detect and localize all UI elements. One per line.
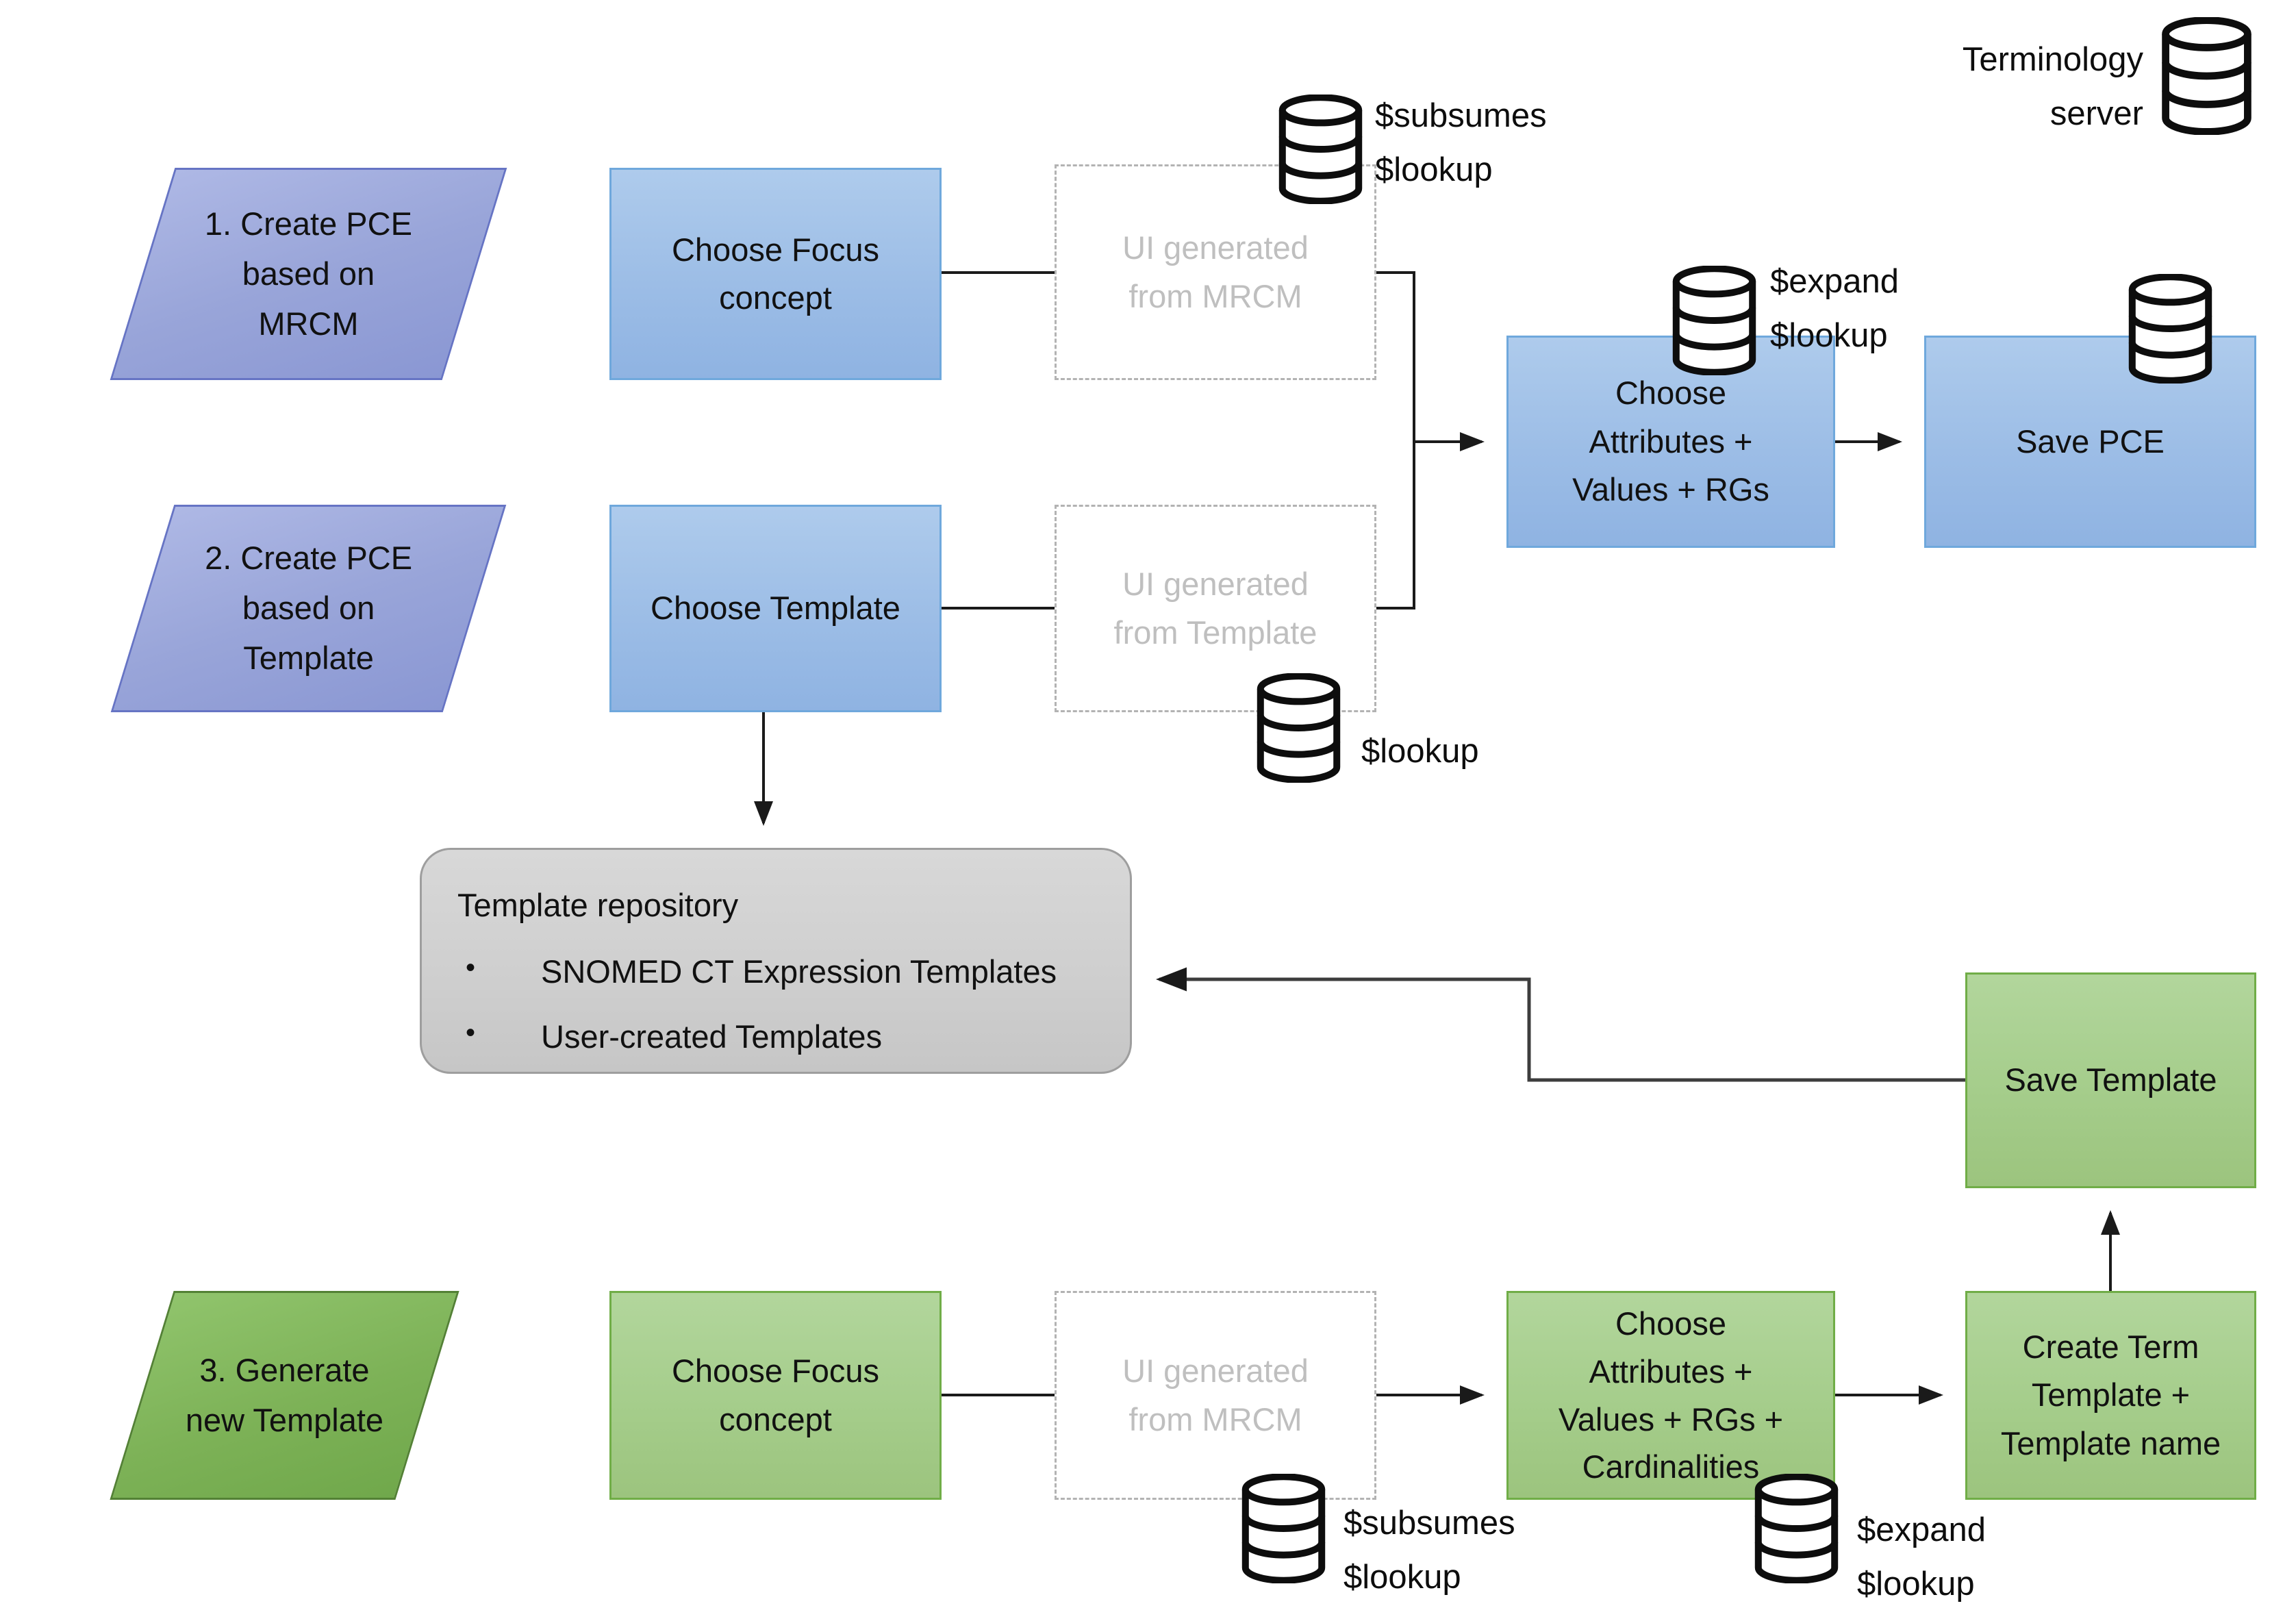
step1-label: 1. Create PCE based on MRCM [204, 205, 413, 342]
create-term-template-label: Create Term Template + Template name [2000, 1328, 2221, 1461]
repository-bullet-2: User-created Templates [541, 1018, 883, 1055]
step3-label: 3. Generate new Template [185, 1351, 384, 1438]
choose-template-label: Choose Template [651, 590, 900, 627]
choose-focus-concept-2-label: Choose Focus concept [671, 1353, 880, 1437]
line-ui-merge [1376, 271, 1415, 610]
database-icon [1751, 1474, 1842, 1583]
list-item: • SNOMED CT Expression Templates [457, 953, 1102, 990]
ops-cardinalities-label: $expand $lookup [1857, 1511, 1986, 1603]
create-term-template-box: Create Term Template + Template name [1965, 1291, 2256, 1500]
terminology-server-label: Terminology server [1962, 41, 2143, 133]
template-repository-bullets: • SNOMED CT Expression Templates • User-… [457, 953, 1102, 1055]
bullet-icon: • [466, 1017, 476, 1048]
choose-attributes-values-rgs-cardinalities-label: Choose Attributes + Values + RGs + Cardi… [1558, 1305, 1784, 1485]
database-icon [1238, 1474, 1329, 1583]
choose-template-box: Choose Template [609, 505, 942, 712]
step1-parallelogram: 1. Create PCE based on MRCM [110, 168, 507, 380]
ui-generated-mrcm-2-label: UI generated from MRCM [1122, 1353, 1309, 1437]
template-repository-box: Template repository • SNOMED CT Expressi… [420, 848, 1132, 1074]
save-template-label: Save Template [2004, 1061, 2217, 1098]
step3-parallelogram: 3. Generate new Template [110, 1291, 459, 1500]
save-pce-label: Save PCE [2016, 423, 2165, 460]
terminology-server-database-icon [2157, 17, 2256, 135]
database-icon [1669, 266, 1760, 375]
save-template-box: Save Template [1965, 972, 2256, 1188]
template-repository-title: Template repository [457, 887, 739, 923]
choose-attributes-values-rgs-cardinalities-box: Choose Attributes + Values + RGs + Cardi… [1506, 1291, 1835, 1500]
choose-focus-concept-2-box: Choose Focus concept [609, 1291, 942, 1500]
step2-parallelogram: 2. Create PCE based on Template [110, 505, 507, 712]
ops-mrcm-top-label: $subsumes $lookup [1375, 97, 1547, 189]
ui-generated-mrcm-1-label: UI generated from MRCM [1122, 229, 1309, 314]
database-icon [1275, 95, 1366, 204]
database-icon [1253, 673, 1344, 783]
choose-attributes-values-rgs-box: Choose Attributes + Values + RGs [1506, 336, 1835, 548]
choose-attributes-values-rgs-label: Choose Attributes + Values + RGs [1572, 375, 1769, 508]
ops-choose-attributes-label: $expand $lookup [1770, 263, 1900, 355]
ops-mrcm-bottom-label: $subsumes $lookup [1343, 1505, 1515, 1596]
choose-focus-concept-1-box: Choose Focus concept [609, 168, 942, 380]
database-icon [2125, 274, 2216, 384]
ui-generated-template-label: UI generated from Template [1113, 566, 1317, 651]
choose-focus-concept-1-label: Choose Focus concept [671, 231, 880, 316]
step2-label: 2. Create PCE based on Template [204, 540, 413, 676]
ui-generated-mrcm-2-box: UI generated from MRCM [1055, 1291, 1376, 1500]
list-item: • User-created Templates [457, 1018, 1102, 1055]
repository-bullet-1: SNOMED CT Expression Templates [541, 953, 1057, 990]
arrow-save-template-to-repository [1156, 967, 1965, 1082]
ops-template-lookup-label: $lookup [1361, 733, 1479, 770]
bullet-icon: • [466, 952, 476, 983]
